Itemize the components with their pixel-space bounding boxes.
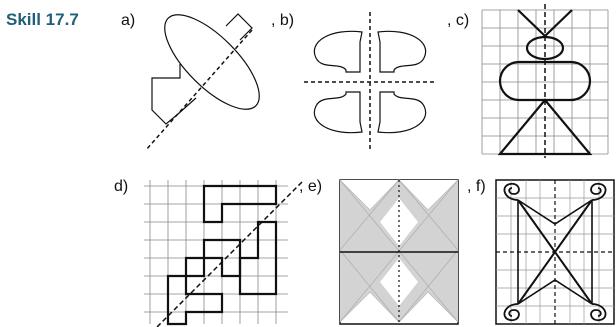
figure-c <box>481 4 609 158</box>
figure-d-symmetry-line <box>155 181 303 327</box>
figure-b-lobe-tr <box>377 30 427 73</box>
label-c: , c) <box>447 12 470 29</box>
figure-e <box>339 179 459 325</box>
figure-a-ellipse <box>164 14 260 110</box>
label-b: , b) <box>271 12 295 29</box>
label-f: , f) <box>467 178 486 195</box>
figure-d-top-block <box>202 184 278 224</box>
figure-d <box>144 180 303 327</box>
figure-d-grid <box>144 180 288 324</box>
figure-a-tab-bottom <box>151 64 197 125</box>
skill-heading: Skill 17.7 <box>6 10 79 29</box>
figure-f-cross <box>517 199 593 305</box>
figure-f <box>495 179 615 325</box>
figure-f-star-edges <box>517 199 593 305</box>
figure-d-bottom-block <box>166 274 224 326</box>
figure-b-lobe-bl <box>313 91 363 134</box>
figure-d-right-block <box>238 220 278 296</box>
figure-f-spiral-tr <box>590 182 607 201</box>
figure-b-lobe-br <box>377 91 427 134</box>
figure-a-tab-top <box>225 13 253 41</box>
figure-d-small-block <box>184 256 206 278</box>
figure-f-spiral-bl <box>503 303 520 322</box>
figure-e-diagonals <box>339 179 459 323</box>
figure-a <box>145 13 260 151</box>
label-a: a) <box>121 12 136 29</box>
label-e: , e) <box>299 178 323 195</box>
label-d: d) <box>114 178 129 195</box>
figure-f-spiral-tl <box>503 182 520 201</box>
figure-c-triangle <box>497 98 593 156</box>
figure-a-symmetry-line <box>145 29 253 151</box>
figure-b <box>304 12 436 150</box>
figure-b-lobe-tl <box>313 30 363 73</box>
figure-f-spiral-br <box>590 303 607 322</box>
